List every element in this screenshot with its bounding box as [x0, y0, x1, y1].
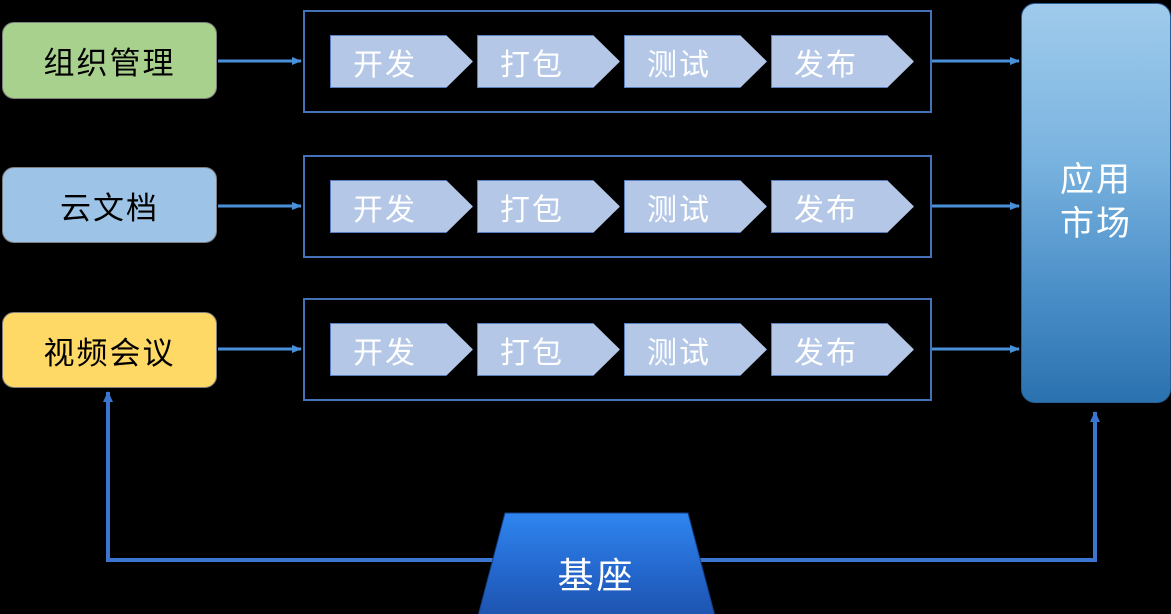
stage-label: 发布 [794, 48, 858, 82]
stage-label: 打包 [500, 193, 564, 227]
app-market-label-line1: 应用 [1060, 161, 1132, 200]
pipeline-row-2: 开发 打包 测试 发布 [303, 155, 932, 258]
pipeline-stage-develop[interactable]: 开发 [330, 35, 473, 88]
app-market-box[interactable]: 应用 市场 [1021, 3, 1171, 403]
pipeline-stage-release[interactable]: 发布 [771, 180, 914, 233]
app-label-org-management[interactable]: 组织管理 [2, 22, 217, 99]
stage-label: 开发 [353, 193, 417, 227]
pipeline-stage-release[interactable]: 发布 [771, 323, 914, 376]
stage-label: 测试 [647, 48, 711, 82]
app-market-label-line2: 市场 [1060, 205, 1132, 243]
pipeline-stage-test[interactable]: 测试 [624, 180, 767, 233]
pipeline-stage-package[interactable]: 打包 [477, 180, 620, 233]
stage-label: 发布 [794, 193, 858, 227]
arrow-base-to-market [690, 411, 1100, 562]
base-platform-shape[interactable] [477, 512, 716, 614]
pipeline-stage-package[interactable]: 打包 [477, 323, 620, 376]
pipeline-stage-develop[interactable]: 开发 [330, 323, 473, 376]
app-label-cloud-doc[interactable]: 云文档 [2, 167, 217, 243]
pipeline-row-3: 开发 打包 测试 发布 [303, 298, 932, 401]
app-label-video-meeting[interactable]: 视频会议 [2, 312, 217, 388]
app-label-text: 云文档 [60, 190, 159, 226]
stage-label: 测试 [647, 193, 711, 227]
stage-label: 开发 [353, 336, 417, 370]
base-platform-label: 基座 [477, 547, 716, 599]
stage-label: 测试 [647, 336, 711, 370]
pipeline-stage-test[interactable]: 测试 [624, 323, 767, 376]
pipeline-stage-test[interactable]: 测试 [624, 35, 767, 88]
app-label-text: 视频会议 [43, 335, 176, 371]
pipeline-stage-develop[interactable]: 开发 [330, 180, 473, 233]
stage-label: 打包 [500, 336, 564, 370]
stage-label: 开发 [353, 48, 417, 82]
pipeline-row-1: 开发 打包 测试 发布 [303, 10, 932, 113]
pipeline-stage-package[interactable]: 打包 [477, 35, 620, 88]
base-label-text: 基座 [557, 555, 636, 596]
app-label-text: 组织管理 [43, 46, 176, 81]
pipeline-stage-release[interactable]: 发布 [771, 35, 914, 88]
arrow-base-to-video [103, 391, 508, 562]
stage-label: 发布 [794, 336, 858, 370]
stage-label: 打包 [500, 48, 564, 82]
